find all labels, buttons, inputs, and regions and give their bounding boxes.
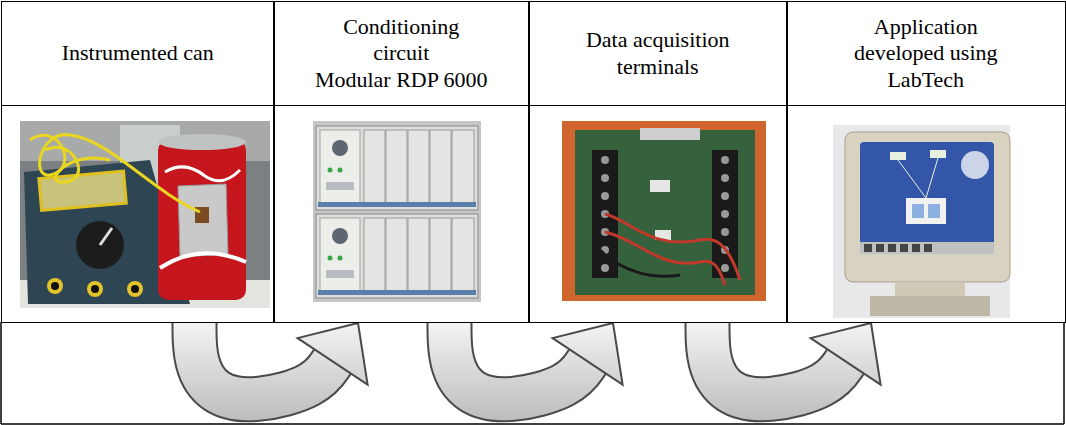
terminal-board-photo-part xyxy=(721,264,729,272)
rack-photo xyxy=(313,121,481,302)
rack-photo-part xyxy=(313,121,481,302)
terminal-board-photo-part xyxy=(601,156,609,164)
arrow-head xyxy=(553,323,623,385)
monitor-photo-part xyxy=(961,151,989,179)
terminal-board-photo-part xyxy=(601,174,609,182)
can-photo-part xyxy=(20,121,270,308)
curved-flow-arrow xyxy=(708,323,881,399)
table-column-cell: Application developed using LabTech xyxy=(786,1,1066,323)
can-photo-part xyxy=(165,167,240,181)
curved-flow-arrow xyxy=(450,323,623,399)
monitor-photo-part xyxy=(900,244,908,252)
curved-flow-arrow xyxy=(195,323,368,399)
header-text: Instrumented can xyxy=(62,40,214,66)
arrow-head xyxy=(298,323,368,385)
can-photo-part xyxy=(87,281,103,297)
header-cell: Conditioning circuitModular RDP 6000 xyxy=(274,2,529,106)
can-photo-part xyxy=(30,135,200,212)
terminal-board-photo-part xyxy=(721,228,729,236)
terminal-board-photo-part xyxy=(712,150,738,278)
table-column-cell: Instrumented can xyxy=(1,1,275,323)
can-photo-part xyxy=(51,282,59,290)
bottom-row-frame-part xyxy=(1,423,1064,425)
terminal-board-photo-part xyxy=(721,192,729,200)
monitor-photo-part xyxy=(860,242,994,254)
monitor-photo-part xyxy=(845,132,1010,282)
monitor-photo-part xyxy=(926,158,938,198)
header-text: Data acquisition terminals xyxy=(570,27,745,80)
terminal-board-photo-part xyxy=(721,174,729,182)
terminal-board-photo-part xyxy=(721,156,729,164)
can-photo-part xyxy=(39,171,126,210)
header-text: Application developed using LabTech xyxy=(843,14,1008,93)
header-text: Modular RDP 6000 xyxy=(315,67,488,93)
can-photo-part xyxy=(178,184,228,257)
monitor-photo-part xyxy=(912,244,920,252)
monitor-photo-part xyxy=(833,125,1010,318)
monitor-photo-part xyxy=(890,152,906,160)
terminal-board-photo-part xyxy=(600,250,680,276)
rack-photo-part xyxy=(316,214,478,298)
header-cell: Application developed using LabTech xyxy=(787,2,1065,106)
monitor-photo-part xyxy=(912,204,924,218)
can-photo-part xyxy=(158,134,246,150)
can-photo-part xyxy=(76,221,124,269)
header-text: Conditioning circuit xyxy=(331,14,471,67)
terminal-board-photo-part xyxy=(650,180,670,192)
terminal-board-photo-part xyxy=(601,192,609,200)
table-column-cell: Data acquisition terminals xyxy=(528,1,788,323)
rack-photo-part xyxy=(316,126,478,210)
monitor-photo-part xyxy=(930,150,946,158)
monitor-photo-part xyxy=(928,204,940,218)
header-cell: Instrumented can xyxy=(2,2,274,106)
terminal-board-photo xyxy=(562,121,766,301)
bottom-row-frame-part xyxy=(1063,322,1065,424)
header-cell: Data acquisition terminals xyxy=(529,2,787,106)
monitor-photo-part xyxy=(895,282,965,296)
monitor-photo-part xyxy=(888,244,896,252)
monitor-photo-part xyxy=(864,244,872,252)
can-photo xyxy=(20,121,270,308)
monitor-photo-part xyxy=(906,198,946,224)
monitor-photo-part xyxy=(924,244,932,252)
terminal-board-photo-part xyxy=(562,121,766,301)
terminal-board-photo-part xyxy=(721,210,729,218)
monitor-photo-part xyxy=(860,142,994,254)
terminal-board-photo-part xyxy=(601,264,609,272)
can-photo-part xyxy=(160,253,246,268)
table-column-cell: Conditioning circuitModular RDP 6000 xyxy=(273,1,530,323)
bottom-row-frame-part xyxy=(0,322,2,424)
monitor-photo-part xyxy=(876,244,884,252)
can-photo-part xyxy=(47,278,63,294)
can-photo-part xyxy=(127,281,143,297)
bottom-row-frame xyxy=(1,322,1064,424)
monitor-photo xyxy=(833,125,1010,318)
terminal-board-photo-part xyxy=(640,128,700,140)
can-photo-part xyxy=(91,285,99,293)
can-photo-part xyxy=(45,147,110,182)
can-photo-part xyxy=(131,285,139,293)
can-photo-part xyxy=(158,140,246,300)
terminal-board-photo-part xyxy=(575,130,755,295)
arrow-head xyxy=(811,323,881,385)
monitor-photo-part xyxy=(870,296,990,316)
can-photo-part xyxy=(100,228,112,245)
monitor-photo-part xyxy=(898,160,926,198)
